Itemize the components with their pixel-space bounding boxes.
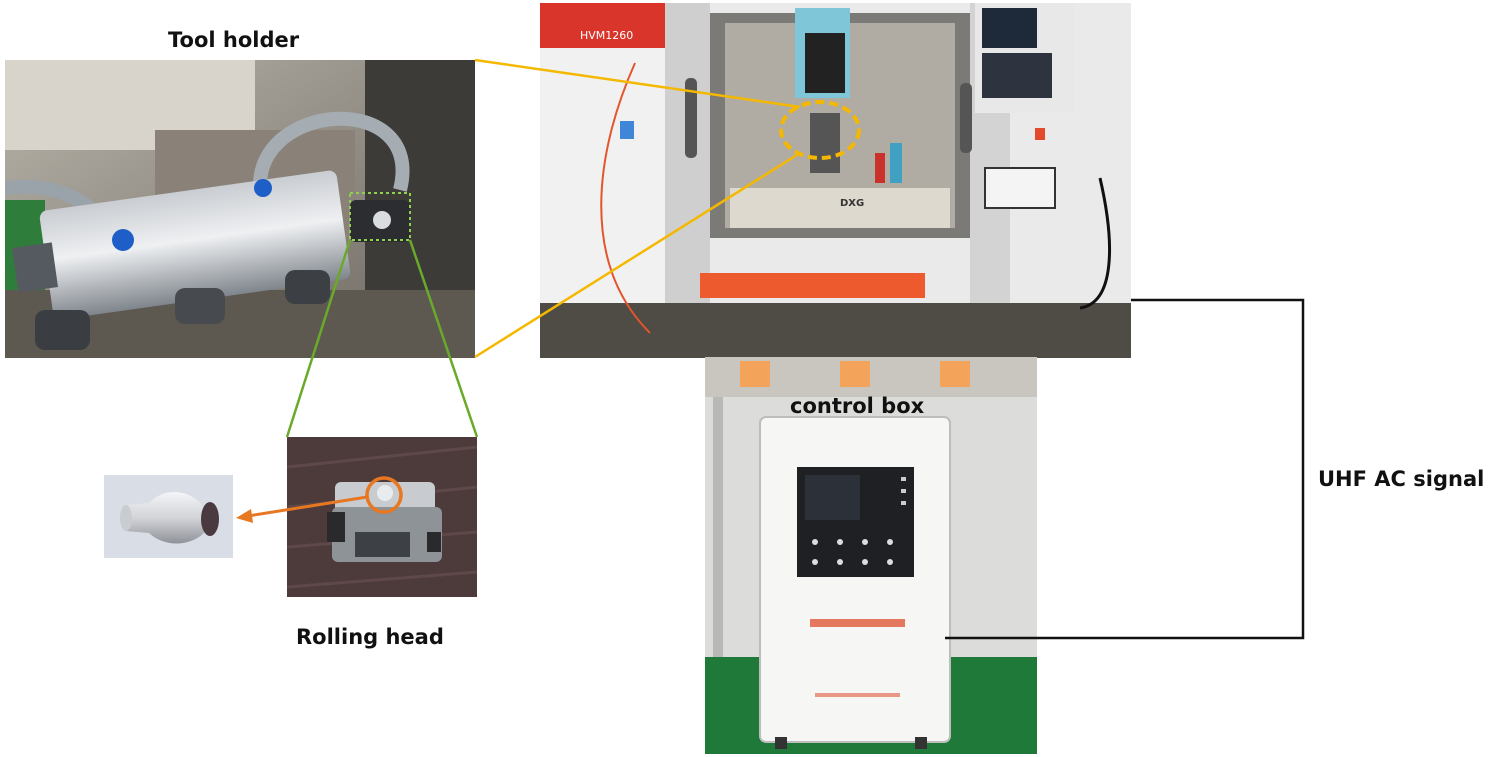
- spindle-highlight-ellipse: [779, 100, 861, 160]
- yellow-callout-line-top: [474, 58, 801, 109]
- green-callout-line-left: [285, 239, 352, 438]
- cnc-machine-photo: HVM1260 DXG: [540, 3, 1131, 358]
- rolling-head-highlight-box: [349, 192, 411, 241]
- roller-highlight-circle: [365, 476, 403, 514]
- rolling-head-photo: [287, 437, 477, 597]
- yellow-callout-line-bottom: [474, 151, 801, 359]
- control-box-photo: [705, 357, 1037, 754]
- roller-arrow-line: [247, 495, 368, 518]
- rolling-head-label: Rolling head: [296, 625, 444, 649]
- tool-holder-photo: [5, 60, 475, 358]
- tool-holder-label: Tool holder: [168, 28, 300, 52]
- model-plate-text: HVM1260: [580, 29, 633, 42]
- green-callout-line-right: [408, 239, 479, 438]
- roller-render: [104, 475, 233, 558]
- roller-arrow-head: [236, 509, 253, 523]
- control-box-label: control box: [790, 394, 925, 418]
- uhf-signal-line: [945, 298, 1305, 640]
- uhf-signal-label: UHF AC signal: [1318, 467, 1485, 491]
- brand-plate-text: DXG: [840, 198, 864, 209]
